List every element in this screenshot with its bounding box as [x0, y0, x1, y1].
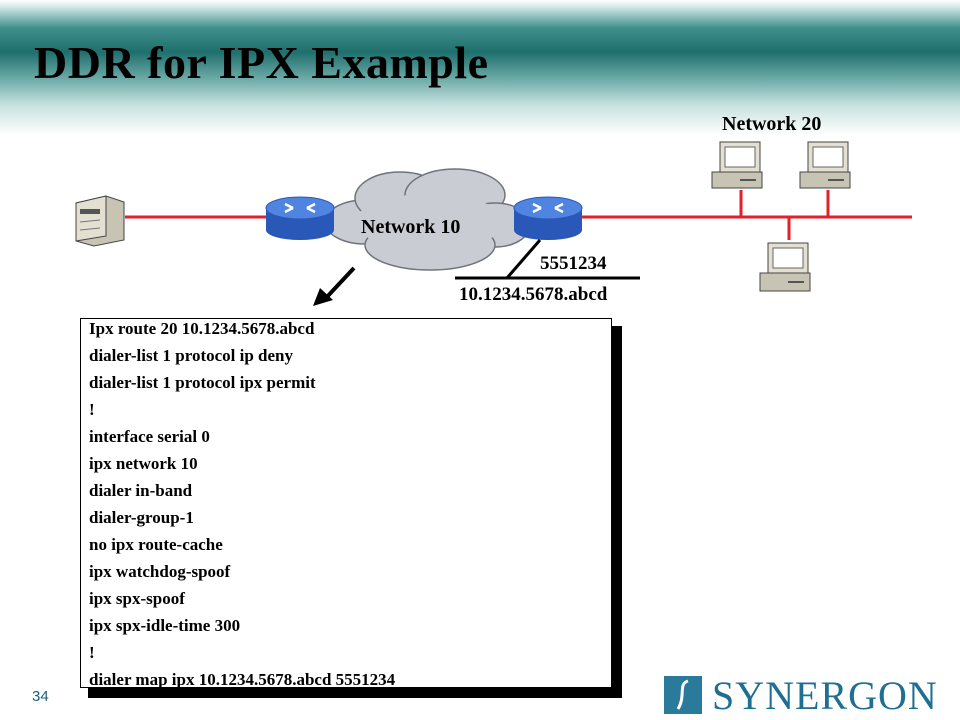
workstation-icon	[799, 141, 851, 189]
serial-link	[505, 239, 542, 279]
config-line: Ipx route 20 10.1234.5678.abcd	[89, 319, 315, 338]
config-line: ipx watchdog-spoof	[89, 562, 231, 581]
arrow-line	[323, 266, 356, 301]
logo-text: SYNERGON	[712, 673, 938, 718]
network-10-label: Network 10	[361, 216, 461, 238]
config-line: !	[89, 643, 95, 662]
config-line: dialer-group-1	[89, 508, 194, 527]
config-line: !	[89, 400, 95, 419]
server-icon	[75, 195, 125, 247]
header-band	[0, 0, 960, 135]
ipx-address-label: 10.1234.5678.abcd	[459, 284, 608, 305]
config-line: dialer-list 1 protocol ip deny	[89, 346, 293, 365]
config-line: no ipx route-cache	[89, 535, 223, 554]
config-line: dialer map ipx 10.1234.5678.abcd 5551234	[89, 670, 396, 689]
synergon-logo-icon	[664, 676, 702, 714]
network-20-label: Network 20	[722, 113, 822, 135]
config-line: interface serial 0	[89, 427, 210, 446]
config-line: ipx network 10	[89, 454, 198, 473]
workstation-icon	[759, 242, 811, 292]
phone-number-label: 5551234	[540, 253, 607, 274]
page-number: 34	[32, 688, 49, 705]
arrow-head	[313, 288, 333, 306]
config-box: Ipx route 20 10.1234.5678.abcd dialer-li…	[80, 318, 612, 689]
router-icon	[265, 196, 335, 240]
config-line: ipx spx-idle-time 300	[89, 616, 241, 635]
config-line: dialer in-band	[89, 481, 193, 500]
config-line: dialer-list 1 protocol ipx permit	[89, 373, 316, 392]
config-line: ipx spx-spoof	[89, 589, 185, 608]
workstation-icon	[711, 141, 763, 189]
router-icon	[513, 196, 583, 240]
page-title: DDR for IPX Example	[34, 37, 489, 88]
